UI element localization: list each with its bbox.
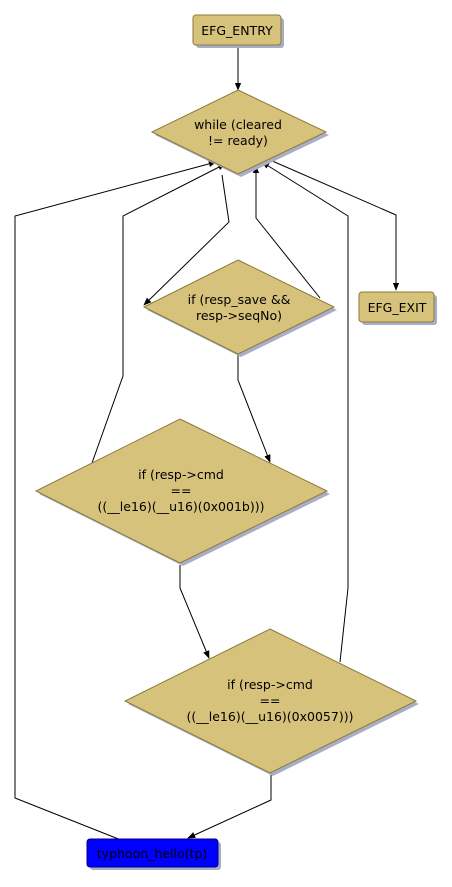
if-seq-label-line-2: resp->seqNo) <box>196 308 282 323</box>
while-label-line-1: while (cleared <box>194 117 282 132</box>
if-cmd57-label-line-2: == <box>260 693 281 708</box>
if-cmd1b-label-line-2: == <box>171 483 192 498</box>
exit-label: EFG_EXIT <box>368 300 427 315</box>
edge-if-cmd1b-to-if-cmd57 <box>179 565 210 659</box>
if-cmd57-node: if (resp->cmd == ((__le16)(__u16)(0x0057… <box>123 628 419 776</box>
while-node: while (cleared != ready) <box>150 89 329 177</box>
call-node: typhoon_hello(tp) <box>86 838 221 870</box>
if-cmd1b-label-line-3: ((__le16)(__u16)(0x001b))) <box>98 499 265 514</box>
if-seq-node: if (resp_save && resp->seqNo) <box>142 259 337 357</box>
edges <box>14 46 400 841</box>
exit-node: EFG_EXIT <box>358 291 437 325</box>
if-cmd57-label-line-1: if (resp->cmd <box>227 677 313 692</box>
if-cmd1b-label-line-1: if (resp->cmd <box>138 467 224 482</box>
edge-while-to-if-seq <box>143 174 230 306</box>
if-cmd57-label-line-3: ((__le16)(__u16)(0x0057))) <box>187 709 354 724</box>
entry-label: EFG_ENTRY <box>201 23 273 38</box>
entry-node: EFG_ENTRY <box>192 14 284 48</box>
edge-while-to-exit <box>269 159 400 291</box>
edge-if-cmd57-to-call <box>187 774 272 839</box>
edge-call-back-to-while <box>14 160 217 841</box>
if-seq-label-line-1: if (resp_save && <box>188 292 291 307</box>
edge-if-cmd1b-back-to-while <box>91 163 226 464</box>
call-label: typhoon_hello(tp) <box>97 846 207 861</box>
if-cmd1b-node: if (resp->cmd == ((__le16)(__u16)(0x001b… <box>34 418 330 566</box>
edge-if-seq-back-to-while <box>252 165 321 299</box>
edge-if-cmd57-back-to-while <box>261 161 349 663</box>
edge-if-seq-to-if-cmd1b <box>237 354 271 463</box>
while-label-line-2: != ready) <box>208 133 268 148</box>
